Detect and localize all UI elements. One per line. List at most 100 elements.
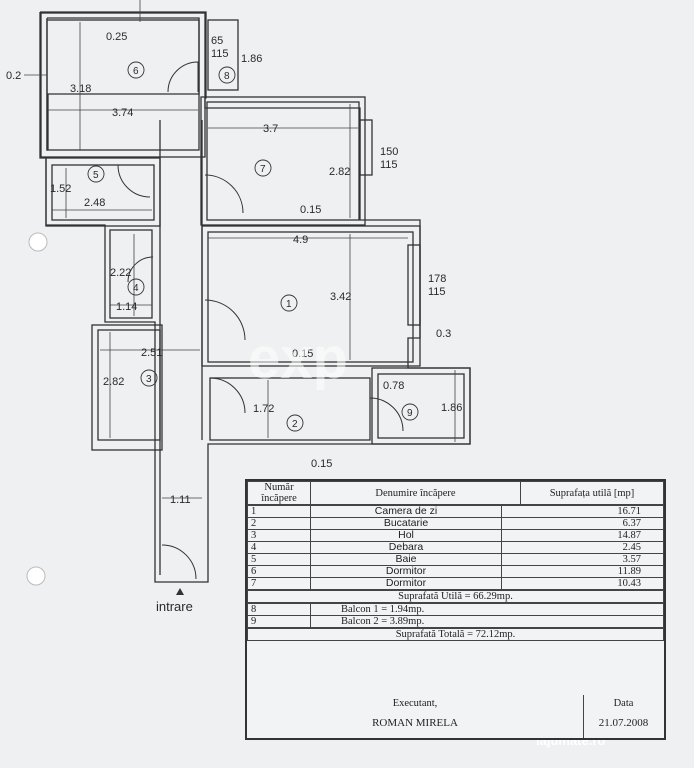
- room-name-cell: Baie: [310, 553, 502, 566]
- room-number-cell: 5: [247, 553, 311, 566]
- executant-name: ROMAN MIRELA: [372, 717, 458, 729]
- dimension-label: 4.9: [293, 234, 308, 246]
- room-7-outline: [206, 101, 360, 221]
- punch-hole-bottom: [26, 566, 46, 586]
- dimension-label: 3.74: [112, 107, 133, 119]
- room-number-text: 3: [146, 374, 152, 385]
- balcony-8-outline: [207, 19, 239, 91]
- room-number-2: 2: [286, 414, 304, 432]
- room-number-5: 5: [87, 165, 105, 183]
- room-number-9: 9: [401, 403, 419, 421]
- balcony-text-cell: Balcon 2 = 3.89mp.: [310, 615, 664, 628]
- room-number-6: 6: [127, 61, 145, 79]
- grand-total: Suprafată Totală = 72.12mp.: [247, 628, 664, 641]
- dimension-label: 2.22: [110, 267, 131, 279]
- dimension-label: 65: [211, 35, 223, 47]
- room-area-cell: 16.71: [501, 505, 664, 518]
- room-area-cell: 2.45: [501, 541, 664, 554]
- room-number-circle: [127, 61, 145, 79]
- balcony-9-outline: [371, 367, 471, 445]
- door-arc-5: [117, 164, 151, 198]
- header-area: Suprafața utilă [mp]: [520, 481, 664, 505]
- dimension-label: 178: [428, 273, 446, 285]
- room-name-cell: Hol: [310, 529, 502, 542]
- date-label: Data: [613, 698, 634, 709]
- room-name-cell: Bucatarie: [310, 517, 502, 530]
- dimension-label: 0.15: [292, 348, 313, 360]
- room-number-text: 5: [93, 170, 99, 181]
- dimension-label: 1.72: [253, 403, 274, 415]
- room-number-circle: [401, 403, 419, 421]
- room-number-text: 8: [224, 71, 230, 82]
- entrance-arrow-icon: [176, 588, 184, 595]
- dimension-label: 0.15: [300, 204, 321, 216]
- door-arc-6: [167, 61, 199, 93]
- dimension-label: 1.86: [241, 53, 262, 65]
- room-area-cell: 11.89: [501, 565, 664, 578]
- dimension-label: 0.3: [436, 328, 451, 340]
- room-area-cell: 3.57: [501, 553, 664, 566]
- date-value: 21.07.2008: [598, 717, 649, 729]
- entrance-label: intrare: [156, 599, 193, 614]
- door-arc-1: [204, 299, 246, 341]
- room-area-cell: 10.43: [501, 577, 664, 590]
- room-3-wall: [91, 324, 163, 451]
- door-arc-2: [209, 377, 246, 414]
- balcony-number-cell: 8: [247, 603, 311, 616]
- room-number-circle: [254, 159, 272, 177]
- footer-divider: [583, 695, 584, 738]
- room-number-text: 9: [407, 408, 413, 419]
- dimension-label: 0.25: [106, 31, 127, 43]
- dimension-label: 3.18: [70, 83, 91, 95]
- dimension-label: 0.78: [383, 380, 404, 392]
- room-1-outline: [207, 231, 414, 363]
- dimension-label: 1.14: [116, 301, 137, 313]
- balcony-text-cell: Balcon 1 = 1.94mp.: [310, 603, 664, 616]
- room-number-circle: [218, 66, 236, 84]
- door-arc-4: [127, 256, 154, 283]
- room-number-cell: 7: [247, 577, 311, 590]
- room-area-cell: 14.87: [501, 529, 664, 542]
- room-5-outline: [51, 164, 155, 221]
- dimension-label: 150: [380, 146, 398, 158]
- room-5-wall: [45, 157, 161, 227]
- executant-label: Executant,: [392, 698, 438, 709]
- dimension-label: 1.11: [170, 494, 191, 506]
- room-number-circle: [280, 294, 298, 312]
- room-4-outline: [109, 229, 153, 319]
- room-number-8: 8: [218, 66, 236, 84]
- room-number-1: 1: [280, 294, 298, 312]
- room-area-cell: 6.37: [501, 517, 664, 530]
- header-number: Număr încăpere: [247, 481, 311, 505]
- room-name-cell: Dormitor: [310, 577, 502, 590]
- dimension-label: 2.48: [84, 197, 105, 209]
- punch-hole-top: [28, 232, 48, 252]
- dimension-label: 2.51: [141, 347, 162, 359]
- room-number-cell: 6: [247, 565, 311, 578]
- room-number-text: 2: [292, 419, 298, 430]
- room-number-cell: 1: [247, 505, 311, 518]
- room-number-circle: [87, 165, 105, 183]
- room-name-cell: Dormitor: [310, 565, 502, 578]
- window-7: [359, 119, 373, 176]
- balcony-9-inner: [377, 373, 465, 439]
- room-number-circle: [127, 278, 145, 296]
- dimension-label: 3.42: [330, 291, 351, 303]
- room-number-text: 7: [260, 164, 266, 175]
- watermark-center: exp: [248, 326, 348, 391]
- dimension-label: 1.52: [50, 183, 71, 195]
- room-name-cell: Camera de zi: [310, 505, 502, 518]
- area-legend-table: Număr încăpere Denumire încăpere Suprafa…: [245, 479, 666, 740]
- dimension-label: 115: [211, 48, 229, 60]
- room-number-3: 3: [140, 369, 158, 387]
